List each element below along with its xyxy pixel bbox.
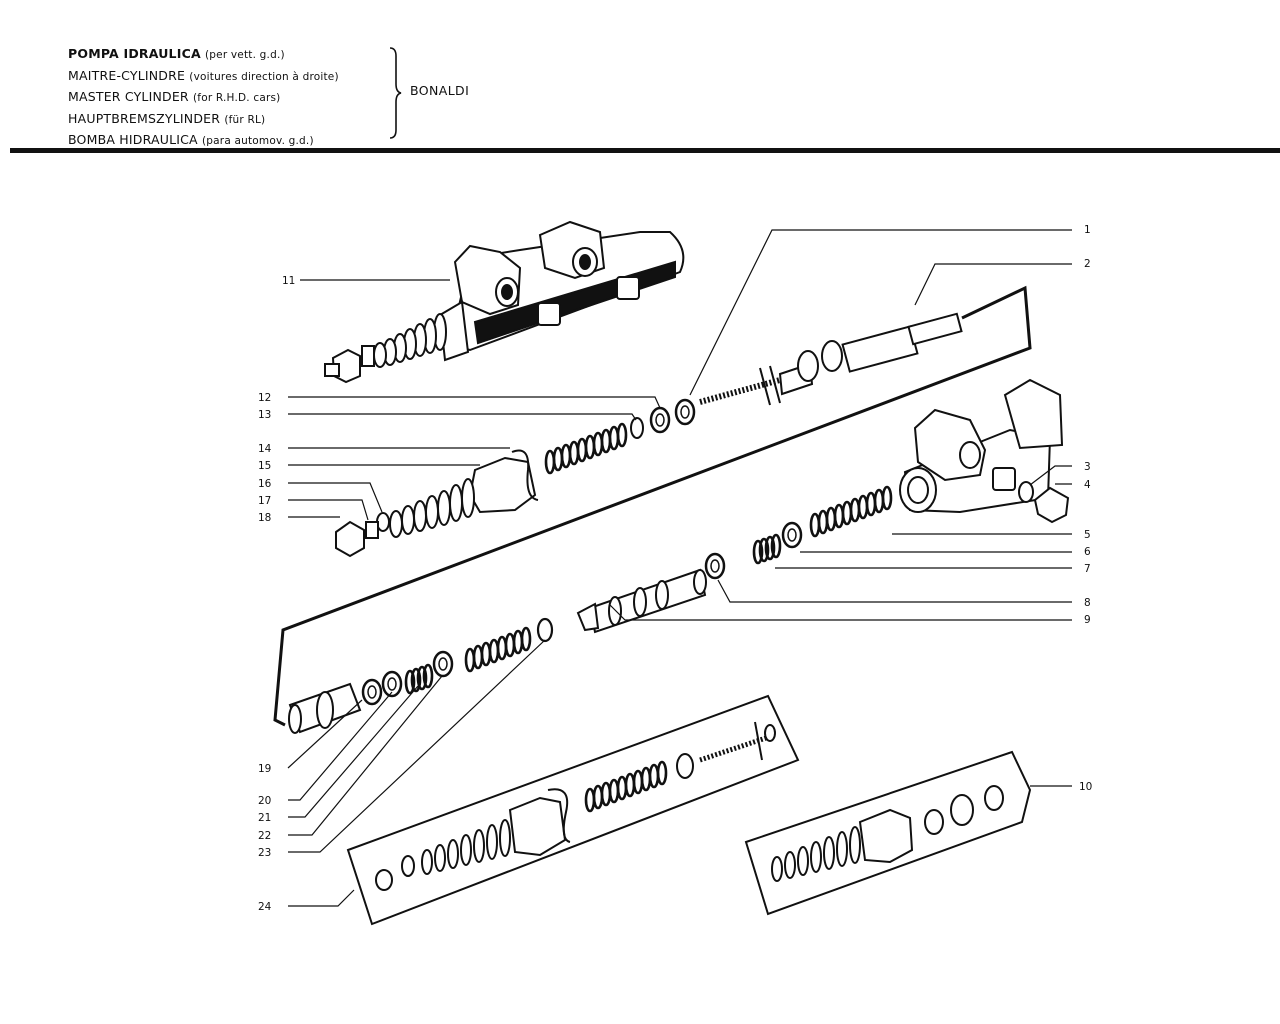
top-spring — [544, 422, 628, 475]
callout-21: 21 — [258, 812, 271, 824]
leader-lines — [287, 229, 1072, 907]
assembled-master-cylinder — [324, 220, 685, 384]
title-sub: (für RL) — [224, 113, 266, 126]
callout-7: 7 — [1084, 563, 1091, 575]
callout-3: 3 — [1084, 461, 1091, 473]
callout-5: 5 — [1084, 529, 1091, 541]
callout-14: 14 — [258, 443, 272, 455]
callout-4: 4 — [1084, 479, 1091, 491]
header-divider — [10, 148, 1280, 153]
cylinder-body — [899, 378, 1064, 514]
title-main: MAITRE-CYLINDRE — [68, 67, 186, 83]
callout-12: 12 — [258, 392, 271, 404]
callout-19: 19 — [258, 763, 271, 775]
lock-washer — [365, 521, 379, 539]
spring-seat — [781, 521, 803, 549]
plug-bolt — [1033, 486, 1070, 524]
title-main: MASTER CYLINDER — [68, 89, 189, 105]
callout-6: 6 — [1084, 546, 1091, 558]
title-sub: (para automov. g.d.) — [202, 135, 314, 148]
callout-20: 20 — [258, 795, 271, 807]
title-sub: (voitures direction à droite) — [189, 70, 339, 83]
callout-2: 2 — [1084, 258, 1091, 270]
spring-cup — [630, 417, 644, 439]
callout-22: 22 — [258, 830, 271, 842]
callout-18: 18 — [258, 512, 271, 524]
callout-1: 1 — [1084, 224, 1091, 236]
seal-ring — [536, 617, 554, 643]
callout-9: 9 — [1084, 614, 1091, 626]
callout-numbers: 1 2 3 4 5 6 7 8 9 10 11 12 13 14 15 16 1… — [258, 224, 1092, 913]
piston — [576, 568, 707, 634]
cup-seal — [704, 552, 726, 580]
piston-rod-group — [699, 312, 963, 406]
title-main: POMPA IDRAULICA — [68, 46, 201, 61]
callout-10: 10 — [1079, 781, 1092, 793]
small-spring — [404, 663, 434, 695]
title-block: POMPA IDRAULICA (per vett. g.d.) MAITRE-… — [68, 44, 398, 152]
nut — [335, 520, 365, 558]
callout-13: 13 — [258, 409, 271, 421]
title-line-english: MASTER CYLINDER (for R.H.D. cars) — [68, 87, 398, 109]
washer — [1018, 481, 1034, 503]
assembly-path-line — [273, 285, 1032, 727]
right-spring — [809, 485, 893, 538]
title-line-german: HAUPTBREMSZYLINDER (für RL) — [68, 109, 398, 131]
callout-17: 17 — [258, 495, 271, 507]
secondary-piston — [288, 682, 362, 734]
callout-15: 15 — [258, 460, 271, 472]
title-main: BOMBA HIDRAULICA — [68, 132, 198, 148]
title-main: HAUPTBREMSZYLINDER — [68, 110, 221, 126]
manufacturer-label: BONALDI — [410, 83, 470, 98]
title-line-spanish: BOMBA HIDRAULICA (para automov. g.d.) — [68, 130, 398, 152]
brace-icon — [389, 47, 402, 139]
repair-kit-10 — [744, 750, 1032, 916]
title-sub: (per vett. g.d.) — [205, 49, 285, 61]
title-sub: (for R.H.D. cars) — [193, 92, 281, 105]
callout-16: 16 — [258, 478, 272, 490]
cup-seal — [361, 678, 383, 706]
seal-ring — [674, 398, 696, 426]
title-line-french: MAITRE-CYLINDRE (voitures direction à dr… — [68, 66, 398, 88]
lower-spring — [464, 626, 532, 673]
repair-kit-24 — [346, 694, 800, 926]
seal-ring — [432, 650, 454, 678]
callout-23: 23 — [258, 847, 271, 859]
title-line-italian: POMPA IDRAULICA (per vett. g.d.) — [68, 44, 398, 66]
callout-24: 24 — [258, 901, 272, 913]
callout-11: 11 — [282, 275, 295, 287]
dust-boot — [389, 449, 539, 538]
seal-ring — [649, 406, 671, 434]
callout-8: 8 — [1084, 597, 1091, 609]
valve-spring — [752, 533, 782, 565]
